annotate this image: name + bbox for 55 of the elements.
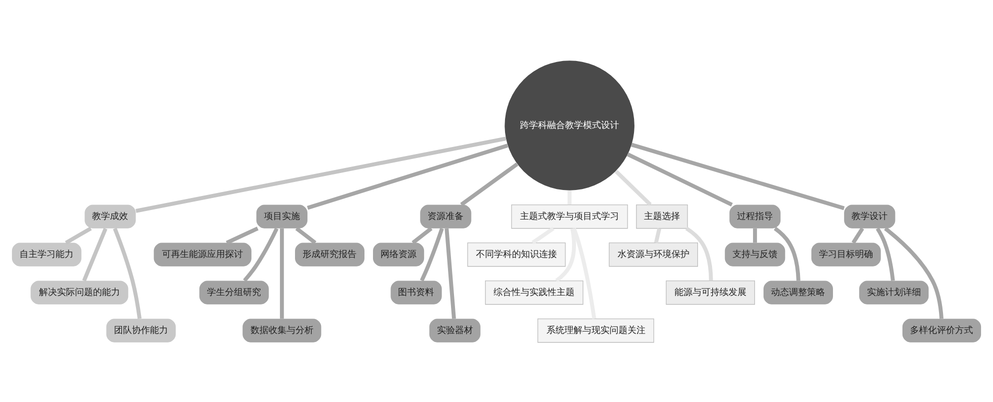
connector bbox=[753, 228, 757, 242]
node-box: 教学成效 bbox=[84, 204, 136, 228]
node-box: 支持与反馈 bbox=[724, 242, 786, 266]
connector bbox=[572, 227, 596, 319]
node-box: 项目实施 bbox=[256, 204, 308, 228]
node-box: 学生分组研究 bbox=[199, 280, 269, 304]
connector bbox=[555, 228, 576, 282]
connector bbox=[614, 169, 652, 206]
connector bbox=[420, 227, 444, 281]
connector bbox=[531, 226, 554, 244]
node-box: 数据收集与分析 bbox=[242, 318, 322, 342]
node-box: 多样化评价方式 bbox=[902, 318, 982, 342]
connector bbox=[136, 136, 506, 212]
connector bbox=[654, 227, 662, 243]
node-box: 能源与可持续发展 bbox=[666, 280, 755, 304]
connector bbox=[884, 226, 944, 318]
connector bbox=[876, 226, 895, 280]
connector bbox=[444, 228, 456, 318]
connector bbox=[774, 226, 800, 280]
connector bbox=[631, 142, 845, 210]
connector bbox=[226, 226, 259, 244]
node-box: 动态调整策略 bbox=[764, 280, 833, 304]
connector bbox=[460, 162, 518, 206]
node-box: 过程指导 bbox=[729, 204, 781, 228]
connector bbox=[568, 190, 572, 204]
node-box: 学习目标明确 bbox=[811, 242, 881, 266]
connector bbox=[852, 226, 864, 244]
node-box: 综合性与实践性主题 bbox=[485, 280, 584, 304]
connector bbox=[306, 143, 508, 210]
connector bbox=[82, 227, 108, 281]
node-box: 资源准备 bbox=[420, 204, 472, 228]
connector bbox=[243, 227, 278, 282]
node-box: 不同学科的知识连接 bbox=[467, 242, 566, 266]
node-box: 网络资源 bbox=[372, 242, 424, 266]
node-box: 图书资料 bbox=[390, 280, 442, 304]
node-box: 主题选择 bbox=[636, 204, 688, 228]
connector bbox=[280, 228, 284, 318]
connector bbox=[626, 152, 733, 206]
node-box: 水资源与环境保护 bbox=[608, 242, 698, 266]
node-box: 形成研究报告 bbox=[295, 242, 364, 266]
node-box: 系统理解与现实问题关注 bbox=[537, 318, 654, 342]
node-box: 自主学习能力 bbox=[12, 242, 82, 266]
connector bbox=[412, 226, 433, 244]
node-box: 实验器材 bbox=[429, 318, 480, 342]
node-box: 解决实际问题的能力 bbox=[30, 280, 128, 304]
node-box: 可再生能源应用探讨 bbox=[154, 242, 252, 266]
connector bbox=[113, 227, 142, 318]
connector bbox=[685, 226, 713, 280]
node-box: 教学设计 bbox=[844, 204, 896, 228]
node-box: 实施计划详细 bbox=[859, 280, 929, 304]
node-circle: 跨学科融合教学模式设计 bbox=[504, 60, 634, 190]
node-box: 团队协作能力 bbox=[106, 318, 176, 342]
connector bbox=[64, 226, 92, 244]
connector bbox=[295, 226, 316, 244]
node-box: 主题式教学与项目式学习 bbox=[511, 204, 628, 228]
